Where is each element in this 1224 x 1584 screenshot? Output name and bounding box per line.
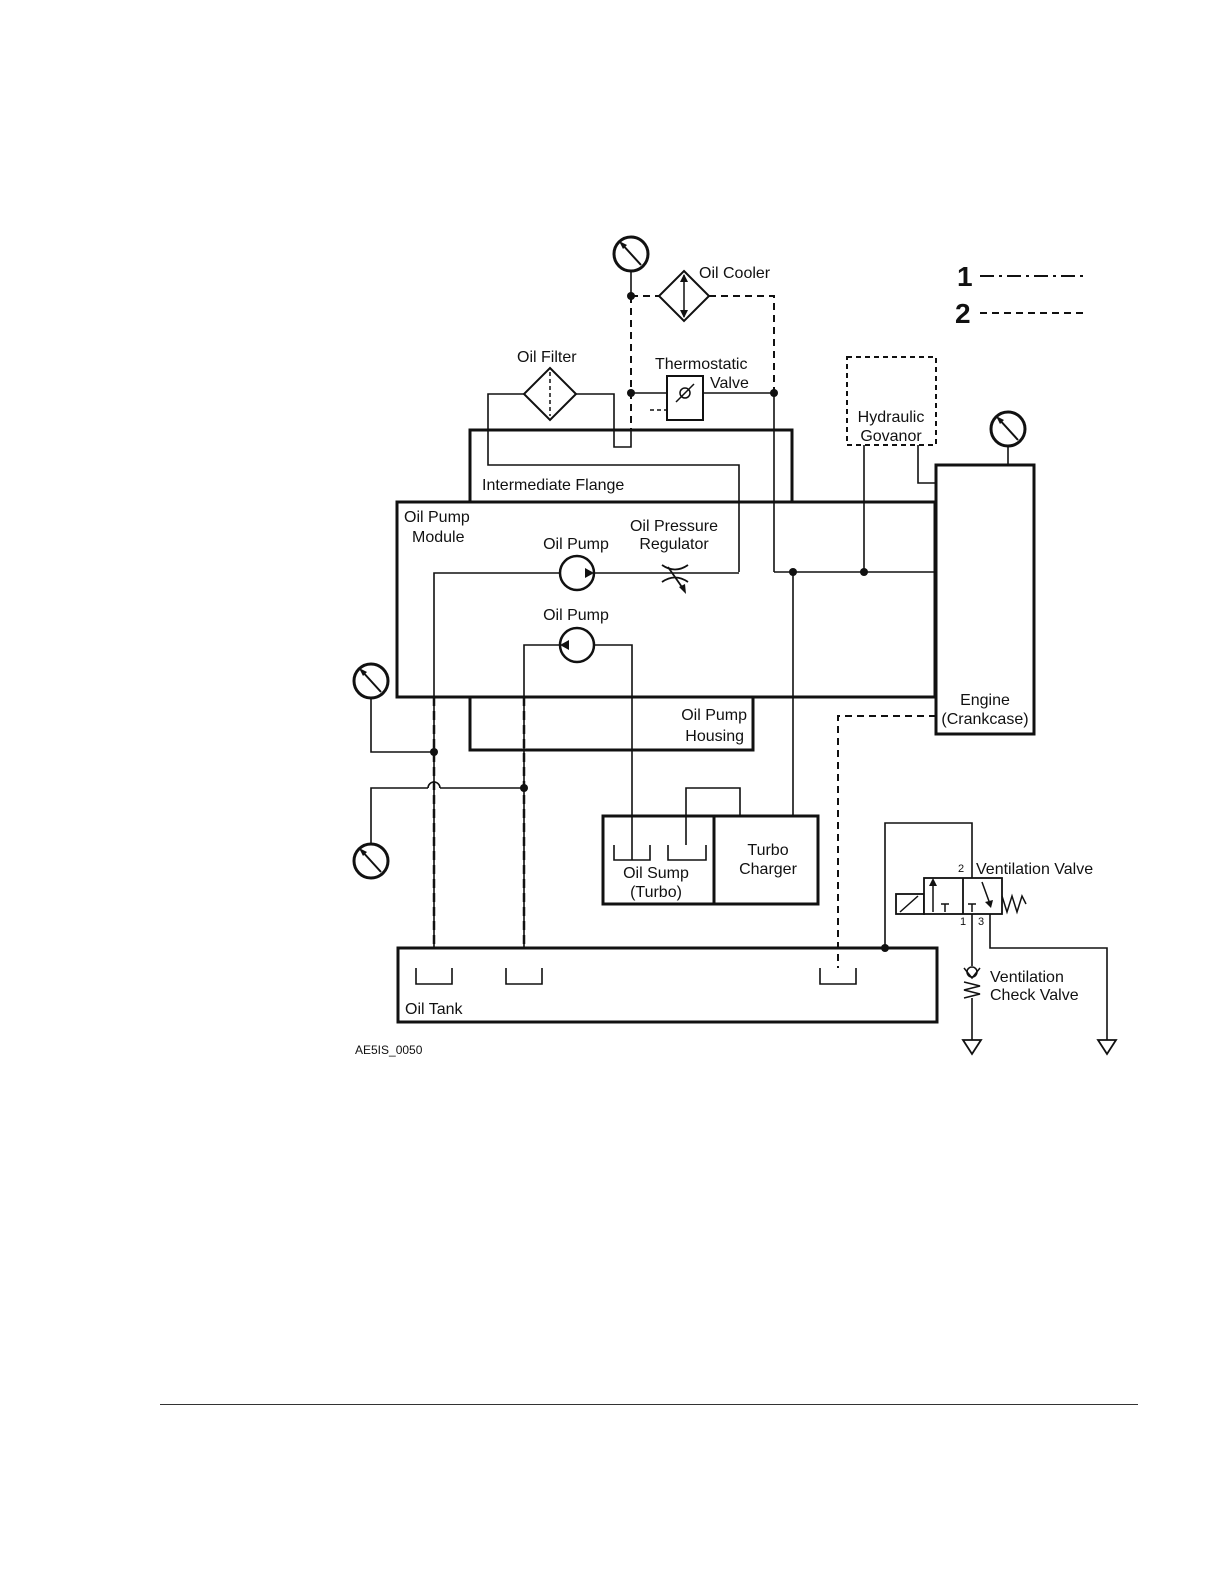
footer-divider (160, 1404, 1138, 1405)
tank-inlet-icon (416, 968, 452, 984)
port-label-1: 1 (960, 916, 966, 928)
oil-pump-lower-icon (560, 628, 594, 662)
oil-sump-label-line1: Oil Sump (623, 865, 689, 882)
filter-outlet-line (576, 394, 631, 447)
engine-label-line2: (Crankcase) (941, 711, 1028, 728)
gauge-line (371, 788, 428, 844)
intermediate-flange-label: Intermediate Flange (482, 477, 624, 494)
junction-dot (520, 784, 528, 792)
port-label-3: 3 (978, 916, 984, 928)
oil-pressure-regulator-icon (662, 565, 688, 594)
oil-pressure-regulator-label-line2: Regulator (639, 536, 709, 553)
pressure-gauge-icon (614, 237, 648, 271)
pressure-gauge-icon (991, 412, 1025, 446)
oil-tank-label: Oil Tank (405, 1001, 464, 1018)
governor-engine-line (918, 445, 936, 483)
engine-label-line1: Engine (960, 692, 1010, 709)
ventilation-check-valve-label-line1: Ventilation (990, 969, 1064, 986)
tank-inlet-icon (820, 968, 856, 984)
port-label-2: 2 (958, 863, 964, 875)
junction-dot (430, 748, 438, 756)
sump-tank-icon (668, 845, 706, 860)
junction-dot (881, 944, 889, 952)
oil-tank-block (398, 948, 937, 1022)
oil-pump-module-label-line2: Module (412, 529, 465, 546)
thermostatic-valve-label-line1: Thermostatic (655, 356, 747, 373)
oil-pump-housing-label-line2: Housing (685, 728, 744, 745)
oil-pump-housing-label-line1: Oil Pump (681, 707, 747, 724)
gauge-line (371, 698, 434, 752)
turbo-charger-block (714, 816, 818, 904)
lower-pump-line (524, 645, 560, 948)
pressure-gauge-icon (354, 844, 388, 878)
hydraulic-governor-label-line1: Hydraulic (858, 409, 925, 426)
junction-dot (627, 292, 635, 300)
figure-code: AE5IS_0050 (355, 1043, 423, 1057)
hydraulic-governor-label-line2: Govanor (860, 428, 922, 445)
thermostatic-valve-label-line2: Valve (710, 375, 749, 392)
junction-dot (627, 389, 635, 397)
turbo-charger-label-line1: Turbo (747, 842, 788, 859)
oil-pump-upper-label: Oil Pump (543, 536, 609, 553)
legend-number-2: 2 (955, 298, 971, 329)
oil-pump-module-label-line1: Oil Pump (404, 509, 470, 526)
oil-pump-upper-icon (560, 556, 594, 590)
oil-sump-label-line2: (Turbo) (630, 884, 682, 901)
thermostatic-valve-icon (667, 376, 703, 420)
pressure-gauge-icon (354, 664, 388, 698)
oil-pressure-regulator-label-line1: Oil Pressure (630, 518, 718, 535)
suction-line-upper-pump (434, 573, 560, 948)
drain-icon (963, 1040, 981, 1054)
oil-filter-label: Oil Filter (517, 349, 577, 366)
oil-pump-lower-label: Oil Pump (543, 607, 609, 624)
ventilation-valve-icon (896, 878, 1026, 914)
legend-number-1: 1 (957, 261, 973, 292)
ventilation-check-valve-icon (964, 967, 980, 998)
lower-pump-suction-line (594, 645, 632, 860)
oil-cooler-label: Oil Cooler (699, 265, 771, 282)
ventilation-valve-label: Ventilation Valve (976, 861, 1093, 878)
turbo-charger-label-line2: Charger (739, 861, 797, 878)
legend: 1 2 (955, 261, 1088, 329)
drain-icon (1098, 1040, 1116, 1054)
oil-filter-icon (524, 368, 576, 420)
tank-inlet-icon (506, 968, 542, 984)
ventilation-check-valve-label-line2: Check Valve (990, 987, 1079, 1004)
crankcase-return-line (838, 716, 936, 968)
